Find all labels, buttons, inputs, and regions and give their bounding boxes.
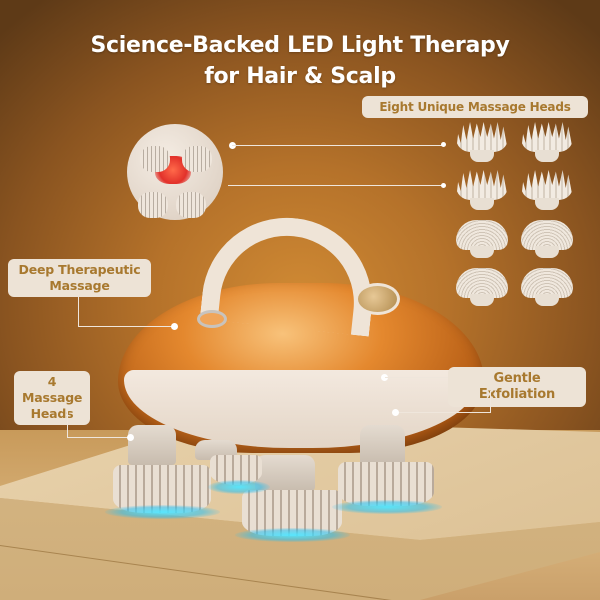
- device-leg: [128, 425, 176, 465]
- connector-line: [67, 437, 129, 438]
- cyan-glow-icon: [105, 505, 220, 519]
- label-deep-therapeutic-massage: Deep Therapeutic Massage: [8, 259, 151, 297]
- power-button-icon: [197, 310, 227, 328]
- mini-head-icon: [176, 192, 206, 218]
- connector-dot: [171, 323, 178, 330]
- massage-foot: [338, 462, 434, 506]
- massage-head-round: [521, 218, 573, 258]
- label-gentle-exfoliation: Gentle Exfoliation: [448, 367, 586, 407]
- label-eight-massage-heads: Eight Unique Massage Heads: [362, 96, 588, 118]
- connector-line: [78, 326, 173, 327]
- title-line-2: for Hair & Scalp: [204, 64, 396, 89]
- cyan-glow-icon: [332, 500, 442, 514]
- connector-dot: [392, 409, 399, 416]
- cyan-glow-icon: [235, 528, 350, 542]
- page-title: Science-Backed LED Light Therapy for Hai…: [0, 30, 600, 92]
- label-four-massage-heads: 4 Massage Heads: [14, 371, 90, 425]
- mini-head-icon: [140, 146, 170, 172]
- connector-line: [67, 410, 68, 438]
- device-leg: [360, 425, 405, 465]
- mini-head-icon: [138, 192, 168, 218]
- device-knob-icon: [355, 283, 400, 315]
- connector-line: [78, 297, 79, 327]
- connector-line: [396, 412, 491, 413]
- title-line-1: Science-Backed LED Light Therapy: [90, 33, 510, 58]
- connector-dot: [441, 183, 446, 188]
- massage-head-round: [456, 218, 508, 258]
- massage-head-spiky: [456, 170, 508, 210]
- connector-line: [228, 185, 444, 186]
- massage-head-round: [521, 266, 573, 306]
- connector-dot: [127, 434, 134, 441]
- massage-head-spiky: [456, 122, 508, 162]
- massage-head-round: [456, 266, 508, 306]
- mini-head-icon: [182, 146, 212, 172]
- connector-line: [385, 377, 448, 378]
- cyan-glow-icon: [208, 480, 270, 494]
- connector-dot: [381, 374, 388, 381]
- massage-head-spiky: [521, 122, 573, 162]
- massage-head-spiky: [521, 170, 573, 210]
- connector-line: [232, 145, 444, 146]
- connector-dot: [441, 142, 446, 147]
- connector-line: [490, 391, 491, 413]
